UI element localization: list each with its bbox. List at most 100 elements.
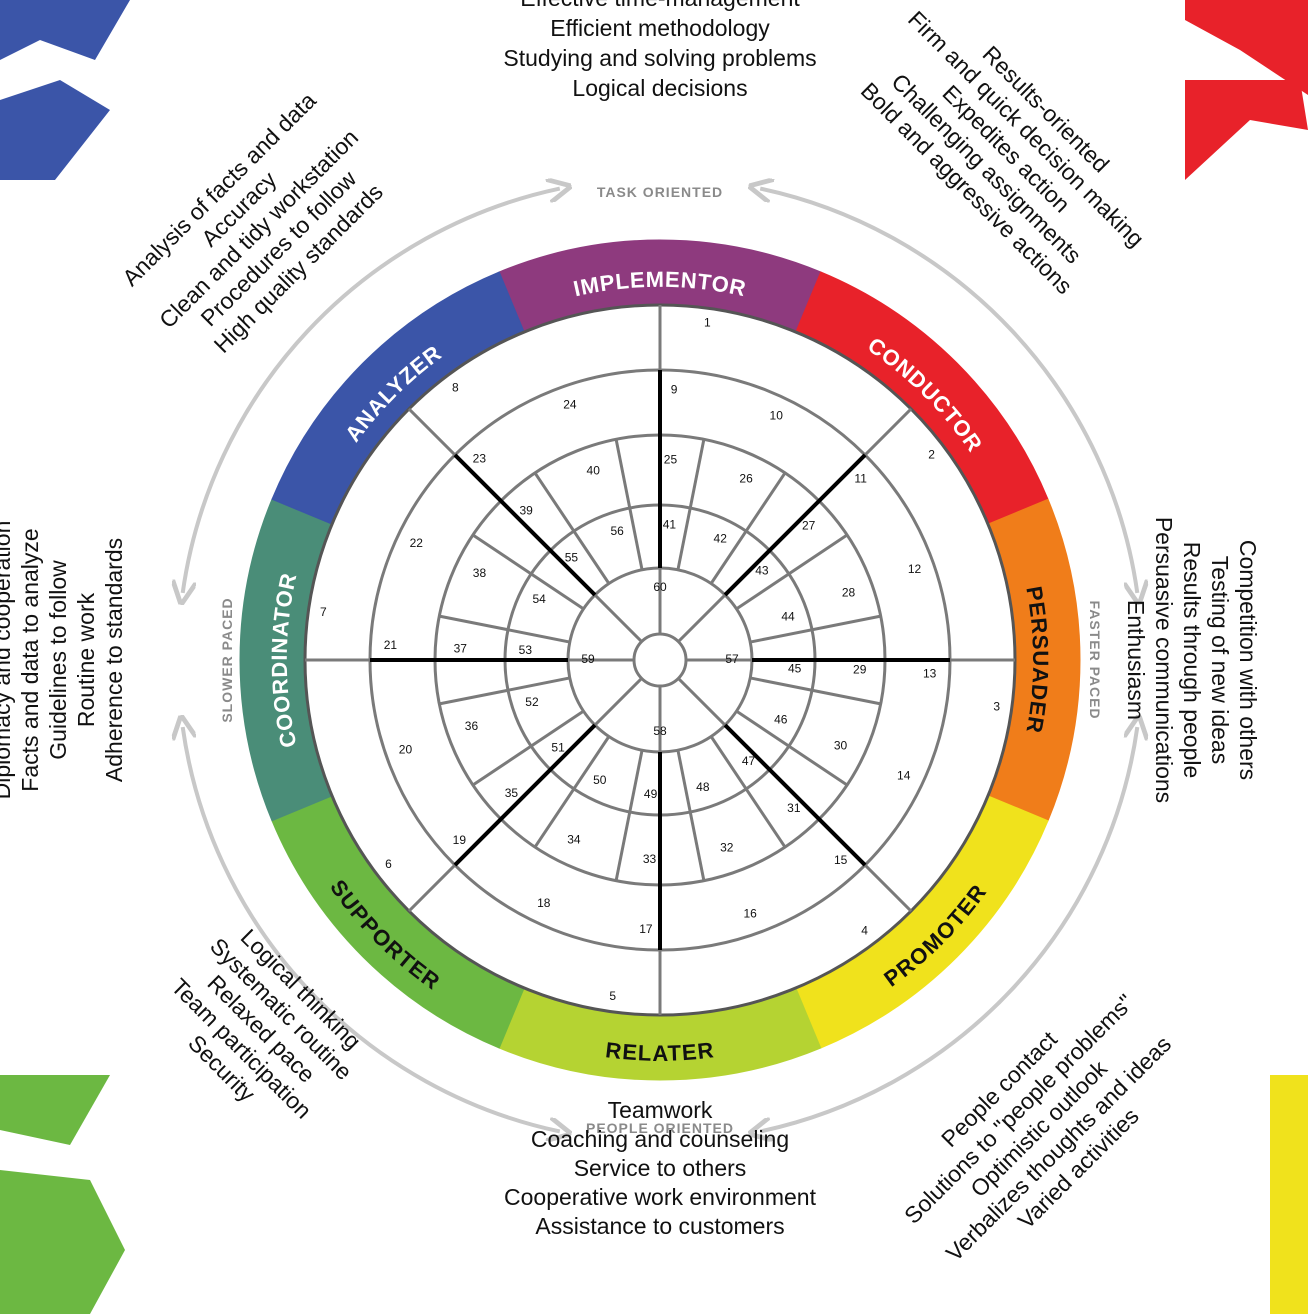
- trait-item: Diplomacy and cooperation: [0, 521, 15, 800]
- cell-number-center: 57: [725, 652, 739, 666]
- trait-item: Routine work: [73, 592, 99, 727]
- grid-spoke-minor: [533, 472, 611, 585]
- cell-number-ring4: 45: [788, 662, 802, 676]
- trait-item: Guidelines to follow: [45, 560, 71, 760]
- cell-number-ring2: 20: [399, 742, 413, 756]
- cell-number-ring4: 55: [565, 550, 579, 564]
- cell-number-outer: 5: [609, 989, 616, 1003]
- trait-list-analyzer: Analysis of facts and dataAccuracyClean …: [117, 87, 388, 358]
- trait-item: Adherence to standards: [101, 538, 127, 782]
- cell-number-ring3: 34: [567, 833, 581, 847]
- cell-number-ring2: 21: [384, 638, 398, 652]
- cell-number-ring2: 14: [897, 768, 911, 782]
- grid-spoke-minor: [614, 749, 644, 881]
- cell-number-ring2: 23: [473, 452, 487, 466]
- cell-number-ring2: 15: [834, 853, 848, 867]
- cell-number-ring2: 11: [854, 472, 867, 486]
- trait-list-implementor: Fact-based solutionsEffective time-manag…: [503, 0, 816, 101]
- cell-number-outer: 8: [452, 381, 459, 395]
- cell-number-outer: 4: [861, 924, 868, 938]
- cell-number-ring3: 31: [787, 801, 801, 815]
- cell-number-ring3: 37: [454, 642, 468, 656]
- cell-number-center: 58: [653, 724, 667, 738]
- grid-spoke-minor: [735, 533, 848, 611]
- people-oriented-label: PEOPLE ORIENTED: [586, 1120, 734, 1136]
- grid-axis-line: [453, 453, 597, 597]
- grid-spoke-minor: [735, 709, 848, 787]
- cell-number-ring4: 51: [551, 741, 565, 755]
- grid-axis-line: [723, 453, 867, 597]
- cell-number-ring4: 44: [781, 609, 795, 623]
- orientation-arc: [183, 189, 560, 593]
- grid-spoke-minor: [439, 676, 571, 706]
- cell-number-ring2: 9: [671, 383, 678, 397]
- trait-item: Efficient methodology: [550, 15, 770, 41]
- cell-number-center: 59: [581, 652, 595, 666]
- grid-spoke-minor: [709, 735, 787, 848]
- corner-logo-red: [1185, 0, 1308, 180]
- cell-number-ring3: 32: [720, 841, 734, 855]
- cell-number-ring4: 50: [593, 773, 607, 787]
- cell-number-ring3: 30: [834, 738, 848, 752]
- orientation-arc: [760, 727, 1137, 1131]
- cell-number-ring3: 33: [643, 852, 657, 866]
- cell-number-ring3: 29: [853, 663, 867, 677]
- cell-number-ring4: 52: [525, 695, 539, 709]
- cell-number-outer: 6: [385, 857, 392, 871]
- trait-item: Teamwork: [608, 1097, 713, 1123]
- grid-axis-line: [723, 723, 867, 867]
- trait-item: Persuasive communications: [1151, 517, 1177, 803]
- trait-item: Facts and data to analyze: [17, 528, 43, 791]
- trait-item: Logical decisions: [572, 75, 747, 101]
- cell-number-ring4: 49: [644, 787, 658, 801]
- trait-lists: Fact-based solutionsEffective time-manag…: [0, 0, 1261, 1266]
- corner-logo-blue: [0, 0, 130, 180]
- cell-number-ring4: 56: [610, 524, 624, 538]
- style-label-relater: RELATER: [604, 1037, 716, 1066]
- trait-item: Effective time-management: [520, 0, 800, 11]
- faster-paced-label: FASTER PACED: [1087, 600, 1103, 719]
- trait-item: Competition with others: [1235, 540, 1261, 780]
- trait-item: Coaching and counseling: [531, 1126, 789, 1152]
- cell-number-ring3: 25: [664, 452, 678, 466]
- cell-number-ring2: 17: [639, 922, 653, 936]
- cell-number-ring4: 47: [742, 754, 756, 768]
- cell-number-ring3: 38: [473, 566, 487, 580]
- cell-number-ring3: 39: [519, 504, 533, 518]
- corner-shape-blue-1: [0, 0, 130, 60]
- orientation-arc: [183, 727, 560, 1131]
- corner-logo-green: [0, 1075, 125, 1314]
- cell-number-ring3: 26: [739, 472, 753, 486]
- cell-number-outer: 1: [704, 315, 711, 329]
- cell-number-ring2: 10: [770, 408, 784, 422]
- cell-number-ring4: 53: [519, 643, 533, 657]
- grid-spoke-minor: [614, 439, 644, 571]
- grid-spoke-minor: [676, 439, 706, 571]
- cell-number-ring3: 36: [465, 719, 479, 733]
- grid-spoke-minor: [749, 676, 881, 706]
- corner-logo-yellow: [1270, 1075, 1308, 1314]
- trait-item: Studying and solving problems: [503, 45, 816, 71]
- cell-number-outer: 2: [928, 448, 935, 462]
- grid-spoke-minor: [709, 472, 787, 585]
- cell-number-outer: 3: [993, 699, 1000, 713]
- orientation-arc: [760, 189, 1137, 593]
- cell-number-ring4: 43: [755, 564, 769, 578]
- cell-number-ring3: 27: [802, 518, 816, 532]
- cell-number-ring4: 54: [533, 592, 547, 606]
- task-oriented-label: TASK ORIENTED: [597, 184, 723, 200]
- cell-number-ring2: 19: [453, 833, 467, 847]
- score-grid: [305, 305, 1015, 1015]
- corner-shape-green-1: [0, 1075, 110, 1145]
- grid-spoke-minor: [676, 749, 706, 881]
- corner-shape-red-2: [1185, 80, 1308, 180]
